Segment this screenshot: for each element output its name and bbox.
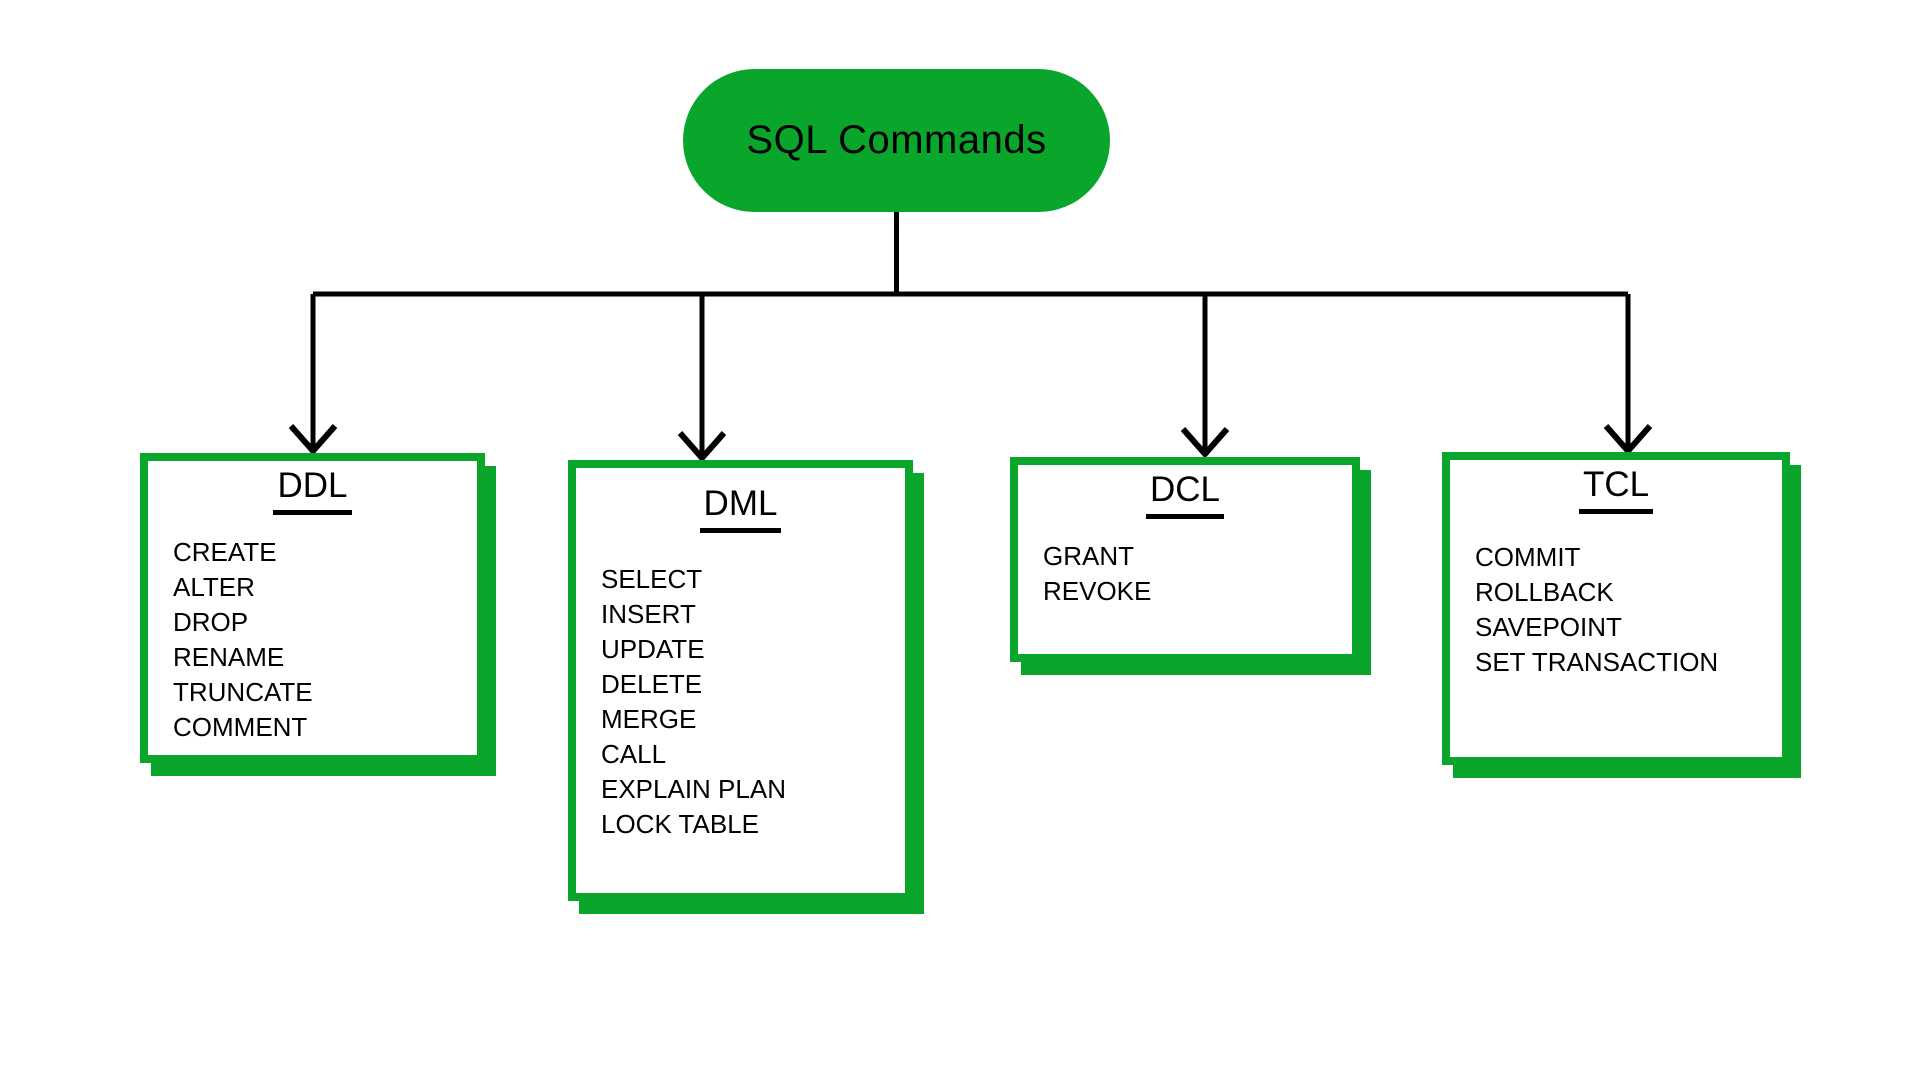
node-dcl: DCL GRANT REVOKE <box>1010 457 1360 662</box>
arrow-down-icon <box>288 424 338 456</box>
command-item: INSERT <box>601 599 696 629</box>
command-item: DELETE <box>601 669 703 699</box>
node-header-label: DDL <box>273 466 352 515</box>
command-list: SELECT INSERT UPDATE DELETE MERGE CALL EXPLAIN… <box>576 562 905 842</box>
node-header-label: DML <box>699 484 782 533</box>
command-item: MERGE <box>601 704 697 734</box>
command-item: LOCK TABLE <box>601 809 759 839</box>
command-item: SELECT <box>601 564 703 594</box>
arrow-down-icon <box>1180 427 1230 459</box>
command-item: RENAME <box>173 642 285 672</box>
node-ddl: DDL CREATE ALTER DROP RENAME TRUNCATE COMMENT <box>140 453 485 763</box>
node-header: DML <box>576 484 905 533</box>
node-header: DDL <box>148 466 477 515</box>
node-tcl: TCL COMMIT ROLLBACK SAVEPOINT SET TRANSACTI… <box>1442 452 1790 765</box>
root-node-sql-commands: SQL Commands <box>683 69 1110 212</box>
arrow-down-icon <box>677 431 727 463</box>
node-dml: DML SELECT INSERT UPDATE DELETE MERGE CALL EXP… <box>568 460 913 901</box>
command-item: GRANT <box>1043 541 1134 571</box>
command-item: UPDATE <box>601 634 705 664</box>
node-header: DCL <box>1018 470 1352 519</box>
command-item: ALTER <box>173 572 255 602</box>
root-node-label: SQL Commands <box>746 118 1047 162</box>
command-item: COMMIT <box>1475 542 1581 572</box>
node-header-label: DCL <box>1145 470 1225 519</box>
arrow-down-icon <box>1603 424 1653 456</box>
command-item: ROLLBACK <box>1475 577 1614 607</box>
command-list: GRANT REVOKE <box>1018 539 1352 609</box>
node-header-label: TCL <box>1578 465 1654 514</box>
command-item: SET TRANSACTION <box>1475 647 1719 677</box>
command-item: CALL <box>601 739 667 769</box>
command-list: COMMIT ROLLBACK SAVEPOINT SET TRANSACTION <box>1450 540 1782 680</box>
node-header: TCL <box>1450 465 1782 514</box>
command-item: CREATE <box>173 537 277 567</box>
command-item: SAVEPOINT <box>1475 612 1622 642</box>
command-item: COMMENT <box>173 712 308 742</box>
command-item: TRUNCATE <box>173 677 313 707</box>
command-item: REVOKE <box>1043 576 1152 606</box>
command-item: EXPLAIN PLAN <box>601 774 786 804</box>
command-list: CREATE ALTER DROP RENAME TRUNCATE COMMENT <box>148 535 477 745</box>
command-item: DROP <box>173 607 249 637</box>
